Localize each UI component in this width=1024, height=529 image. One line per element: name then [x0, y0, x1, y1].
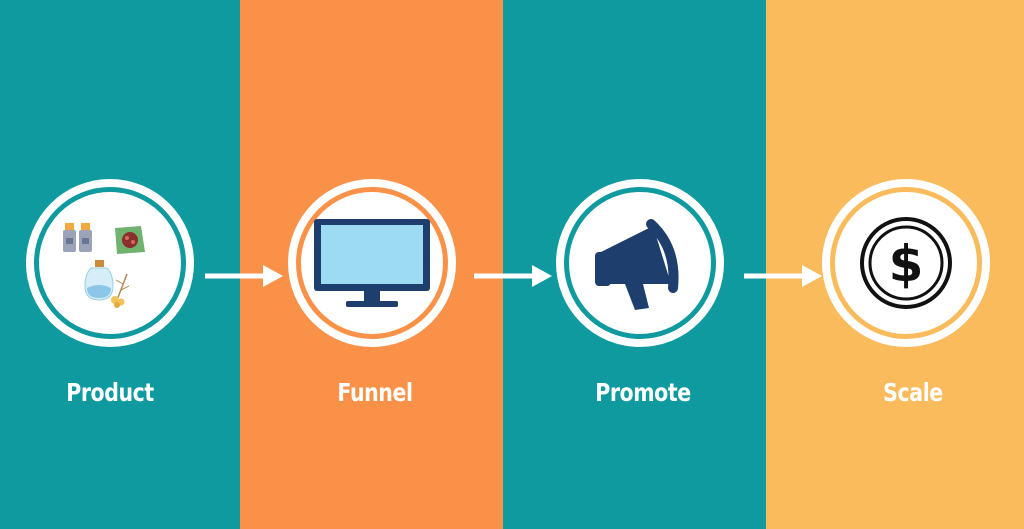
megaphone-icon — [595, 219, 679, 310]
promote-circle-inner — [564, 187, 716, 339]
step-label-product: Product — [66, 378, 154, 407]
arrow-right-icon — [474, 265, 552, 287]
step-label-funnel: Funnel — [337, 378, 413, 407]
promote-circle — [556, 179, 724, 347]
funnel-circle — [288, 179, 456, 347]
step-label-scale: Scale — [883, 378, 943, 407]
product-circle-inner — [34, 187, 186, 339]
funnel-circle-inner — [296, 187, 448, 339]
scale-circle-inner: $ — [830, 187, 982, 339]
arrow-right-icon — [744, 265, 822, 287]
arrow-right-icon — [205, 265, 283, 287]
product-circle — [26, 179, 194, 347]
scale-circle: $ — [822, 179, 990, 347]
step-label-promote: Promote — [595, 378, 691, 407]
monitor-icon — [314, 219, 430, 307]
dollar-coin-icon: $ — [860, 217, 952, 309]
product-bottles-jar-icon — [63, 223, 145, 308]
svg-text:$: $ — [889, 235, 924, 293]
